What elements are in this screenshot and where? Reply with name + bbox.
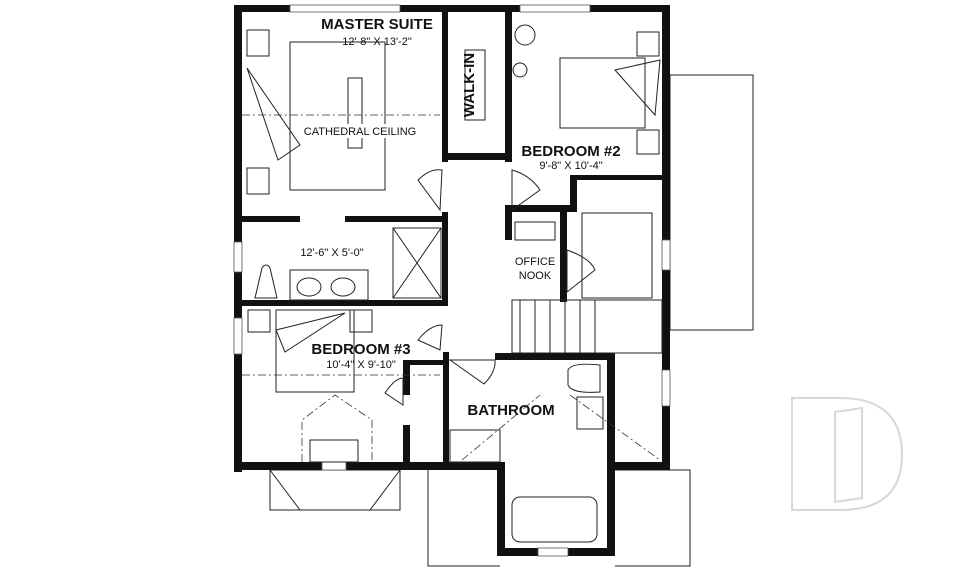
cathedral-ceiling-label: CATHEDRAL CEILING [304,126,416,138]
bedroom2-bed [559,57,646,129]
master-suite-label: MASTER SUITE [321,16,433,33]
office-nook-label-2: NOOK [519,270,552,282]
bedroom2-dims: 9'-8" X 10'-4" [539,160,602,172]
stairs [511,299,663,354]
bedroom3-label: BEDROOM #3 [311,341,410,358]
bathroom-label: BATHROOM [467,402,554,419]
master-bed [289,41,386,191]
master-suite-dims: 12'-8" X 13'-2" [342,36,412,48]
exterior-walls [234,5,670,556]
bedroom2-label: BEDROOM #2 [521,143,620,160]
windows [233,4,671,557]
bedroom3-bed [275,309,355,393]
watermark-logo [791,397,904,511]
bathtub [511,496,598,543]
centerlines [242,114,661,461]
office-nook-label-1: OFFICE [515,256,555,268]
walk-in-label: WALK-IN [461,53,478,117]
doors [384,169,596,406]
bedroom3-dims: 10'-4" X 9'-10" [326,359,396,371]
furniture [246,24,663,543]
interior-walls [242,12,662,470]
ensuite-dims: 12'-6" X 5'-0" [300,247,363,259]
